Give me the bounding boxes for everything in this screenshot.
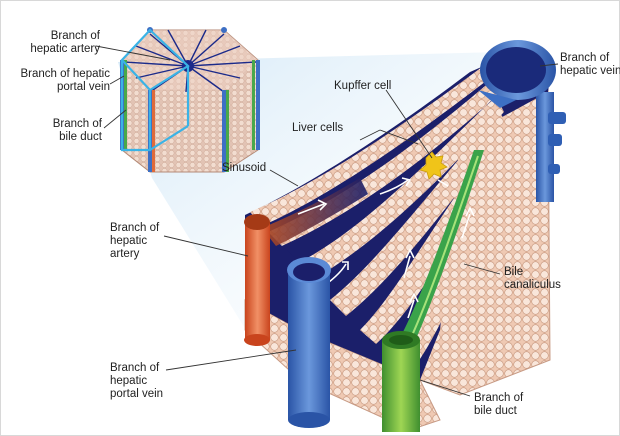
- label-kupffer-cell: Kupffer cell: [334, 80, 391, 93]
- label-top-hepatic-artery: Branch of hepatic artery: [20, 30, 100, 56]
- label-portal-vein: Branch of hepatic portal vein: [110, 362, 163, 401]
- bile-duct-vessel: [382, 331, 420, 432]
- lobule-inset: [120, 27, 260, 172]
- label-liver-cells: Liver cells: [292, 122, 343, 135]
- label-hepatic-vein: Branch of hepatic vein: [560, 52, 620, 78]
- portal-vein-vessel: [287, 257, 331, 428]
- label-hepatic-artery: Branch of hepatic artery: [110, 222, 159, 261]
- hepatic-artery-vessel: [244, 214, 270, 346]
- label-top-bile-duct: Branch of bile duct: [30, 118, 102, 144]
- label-top-portal-vein: Branch of hepatic portal vein: [2, 68, 110, 94]
- label-bile-duct: Branch of bile duct: [474, 392, 523, 418]
- label-bile-canaliculus: Bile canaliculus: [504, 266, 561, 292]
- label-sinusoid: Sinusoid: [222, 162, 266, 175]
